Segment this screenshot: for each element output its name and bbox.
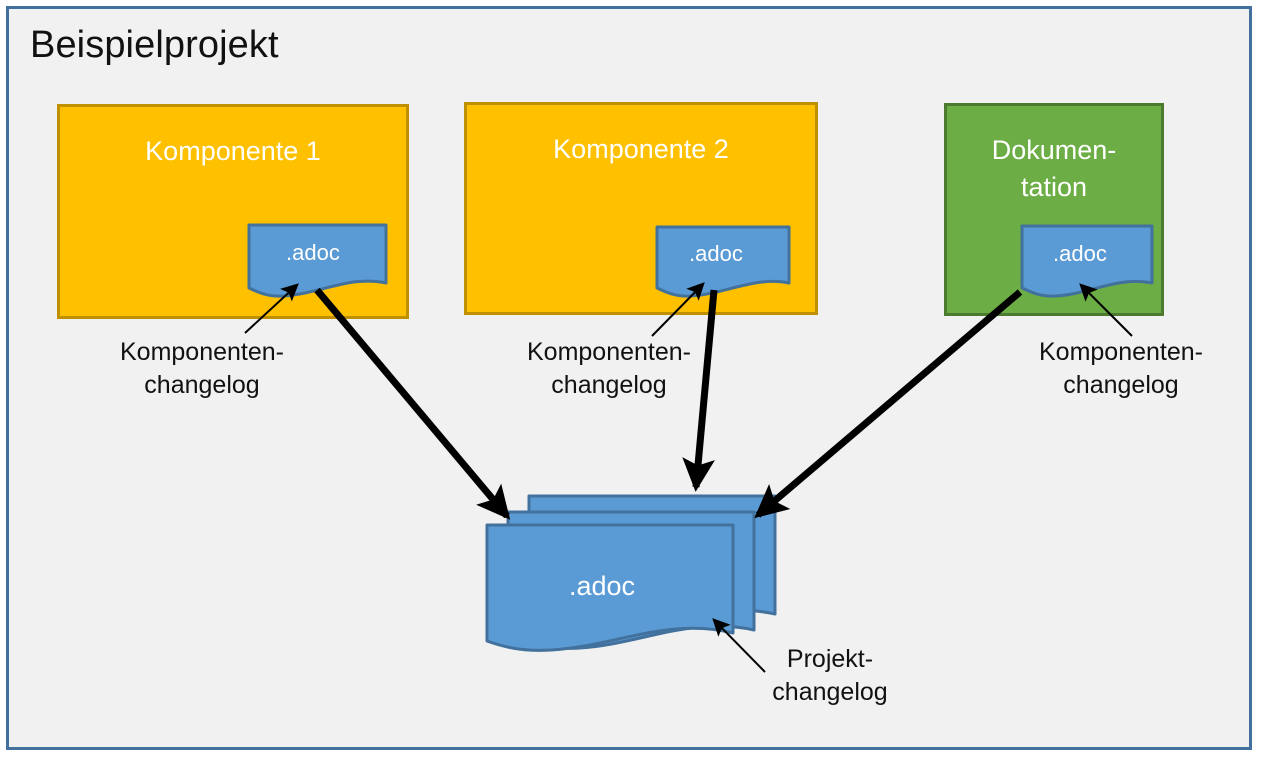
annotation-komponente-1-line2: changelog: [144, 371, 260, 399]
group-box-komponente-1[interactable]: Komponente 1: [57, 104, 409, 319]
annotation-komponente-1-line1: Komponenten-: [119, 338, 284, 366]
group-label-komponente-2: Komponente 2: [553, 134, 729, 164]
group-label-dokumentation-line1: Dokumen-: [991, 135, 1117, 165]
annotation-komponente-1: Komponenten- changelog: [97, 336, 307, 402]
group-label-komponente-1: Komponente 1: [145, 136, 321, 166]
annotation-projekt-line1: Projekt-: [786, 645, 874, 673]
annotation-dokumentation: Komponenten- changelog: [1016, 336, 1226, 402]
annotation-komponente-2-line1: Komponenten-: [526, 338, 691, 366]
annotation-projekt: Projekt- changelog: [760, 643, 900, 709]
page-title: Beispielprojekt: [30, 24, 279, 66]
annotation-projekt-line2: changelog: [772, 678, 888, 706]
group-box-dokumentation[interactable]: Dokumen- tation: [944, 103, 1164, 316]
annotation-komponente-2-line2: changelog: [551, 371, 667, 399]
annotation-dokumentation-line1: Komponenten-: [1038, 338, 1203, 366]
annotation-dokumentation-line2: changelog: [1063, 371, 1179, 399]
group-label-dokumentation-line2: tation: [1020, 172, 1088, 202]
annotation-komponente-2: Komponenten- changelog: [504, 336, 714, 402]
group-box-komponente-2[interactable]: Komponente 2: [464, 102, 818, 315]
